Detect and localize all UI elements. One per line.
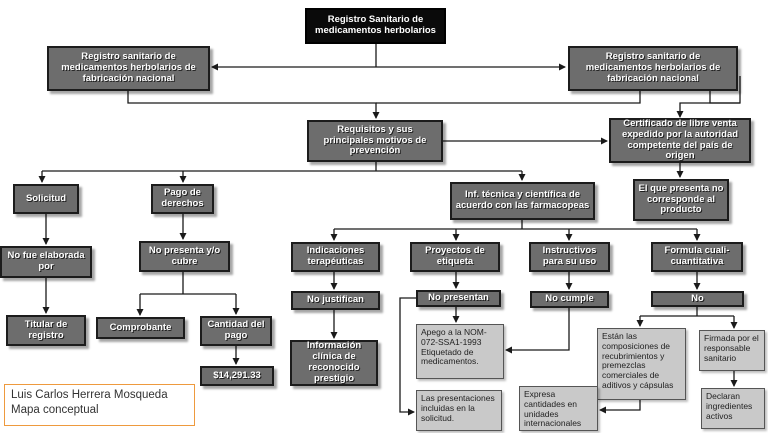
proyectos-detail-presentaciones-node: Las presentaciones incluidas en la solic… [416, 390, 502, 431]
author-box: Luis Carlos Herrera Mosqueda Mapa concep… [4, 384, 195, 426]
formula-issue-node: No [651, 291, 744, 307]
pago-issue-node: No presenta y/o cubre [139, 241, 230, 272]
instructivos-node: Instructivos para su uso [529, 242, 610, 272]
proyectos-node: Proyectos de etiqueta [410, 242, 500, 272]
author-name: Luis Carlos Herrera Mosqueda [11, 389, 168, 401]
proyectos-detail-nom-node: Apego a la NOM-072-SSA1-1993 Etiquetado … [416, 324, 504, 379]
title-node: Registro Sanitario de medicamentos herbo… [305, 8, 446, 44]
instructivos-issue-node: No cumple [530, 291, 609, 308]
certificate-node: Certificado de libre venta expedido por … [609, 118, 751, 163]
formula-detail-composiciones-node: Están las composiciones de recubrimiento… [597, 328, 686, 400]
author-caption: Mapa conceptual [11, 403, 99, 416]
proyectos-issue-node: No presentan [416, 290, 501, 307]
monto-node: $14,291.33 [200, 366, 274, 386]
pago-node: Pago de derechos [151, 184, 214, 214]
formula-node: Formula cuali-cuantitativa [651, 242, 743, 272]
solicitud-who-node: Titular de registro [6, 315, 86, 346]
solicitud-node: Solicitud [13, 184, 79, 214]
formula-detail-ingredientes-node: Declaran ingredientes activos [701, 388, 765, 429]
national-registration-node-right: Registro sanitario de medicamentos herbo… [568, 46, 738, 91]
indicaciones-node: Indicaciones terapéuticas [291, 242, 380, 272]
indicaciones-issue-node: No justifican [291, 291, 380, 310]
formula-detail-unidades-node: Expresa cantidades en unidades internaci… [519, 386, 598, 431]
cantidad-node: Cantidad del pago [200, 316, 272, 346]
inf-tecnica-node: Inf. técnica y científica de acuerdo con… [450, 182, 595, 220]
solicitud-issue-node: No fue elaborada por [0, 246, 92, 278]
certificate-issue-node: El que presenta no corresponde al produc… [633, 179, 729, 221]
indicaciones-detail-node: Información clínica de reconocido presti… [290, 340, 378, 386]
national-registration-node-left: Registro sanitario de medicamentos herbo… [47, 46, 210, 91]
comprobante-node: Comprobante [96, 317, 185, 339]
requirements-node: Requisitos y sus principales motivos de … [307, 120, 443, 162]
formula-detail-firmada-node: Firmada por el responsable sanitario [699, 330, 765, 371]
